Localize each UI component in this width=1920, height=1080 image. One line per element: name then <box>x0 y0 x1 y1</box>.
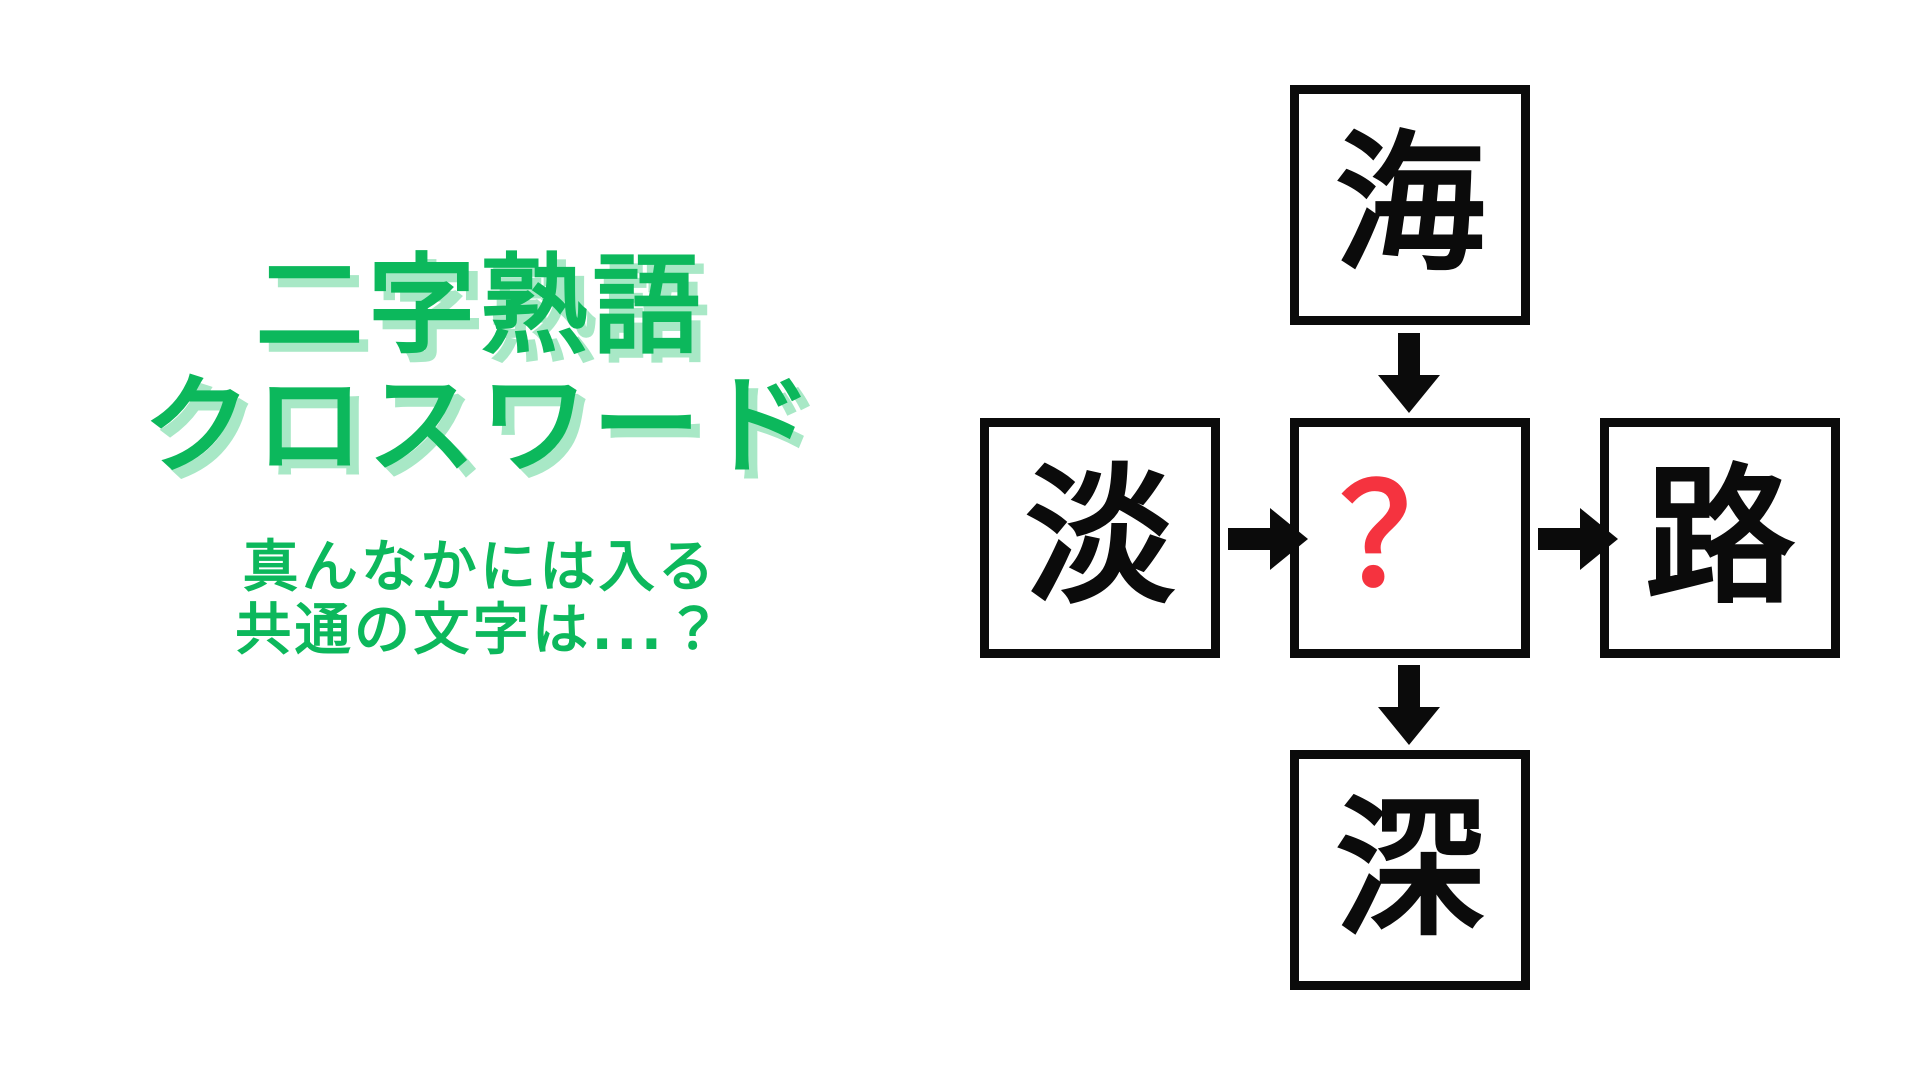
crossword-cell-left[interactable]: 淡 <box>980 418 1220 658</box>
subtitle-block: 真んなかには入る 共通の文字は...？ <box>0 534 960 663</box>
arrow-down-icon-top-to-center <box>1378 333 1440 413</box>
crossword-cell-top-label: 海 <box>1334 118 1485 292</box>
arrow-right-icon-left-to-center <box>1228 508 1308 570</box>
title-line-2: クロスワード <box>143 364 817 490</box>
crossword-cell-bottom[interactable]: 深 <box>1290 750 1530 990</box>
question-mark-icon: ？ <box>1339 456 1480 619</box>
crossword-cell-bottom-label: 深 <box>1334 783 1485 957</box>
kanji-crossword-diagram: 海 淡 ？ 路 深 <box>960 0 1920 1080</box>
subtitle-line-1: 真んなかには入る <box>242 534 718 600</box>
crossword-cell-right[interactable]: 路 <box>1600 418 1840 658</box>
crossword-cell-right-label: 路 <box>1644 451 1795 625</box>
arrow-right-icon-center-to-right <box>1538 508 1618 570</box>
subtitle-line-2: 共通の文字は...？ <box>235 597 725 663</box>
crossword-cell-left-label: 淡 <box>1024 451 1175 625</box>
arrow-down-icon-center-to-bottom <box>1378 665 1440 745</box>
title-block: 二字熟語 クロスワード 真んなかには入る 共通の文字は...？ <box>0 244 960 663</box>
title-line-1: 二字熟語 <box>255 244 705 369</box>
crossword-cell-top[interactable]: 海 <box>1290 85 1530 325</box>
crossword-cell-center-answer[interactable]: ？ <box>1290 418 1530 658</box>
